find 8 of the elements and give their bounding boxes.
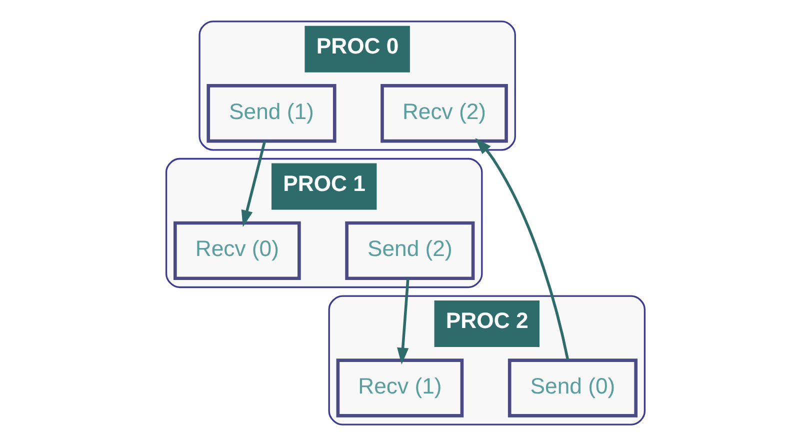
- node-box: Recv (0): [173, 221, 300, 280]
- arrow: [396, 278, 409, 364]
- node-box: Recv (2): [380, 84, 508, 143]
- node-box: Send (0): [507, 358, 637, 418]
- node-box: Send (1): [206, 84, 336, 143]
- arrow: [474, 138, 569, 360]
- node-box: Recv (1): [336, 358, 464, 418]
- node-box: Send (2): [344, 221, 474, 280]
